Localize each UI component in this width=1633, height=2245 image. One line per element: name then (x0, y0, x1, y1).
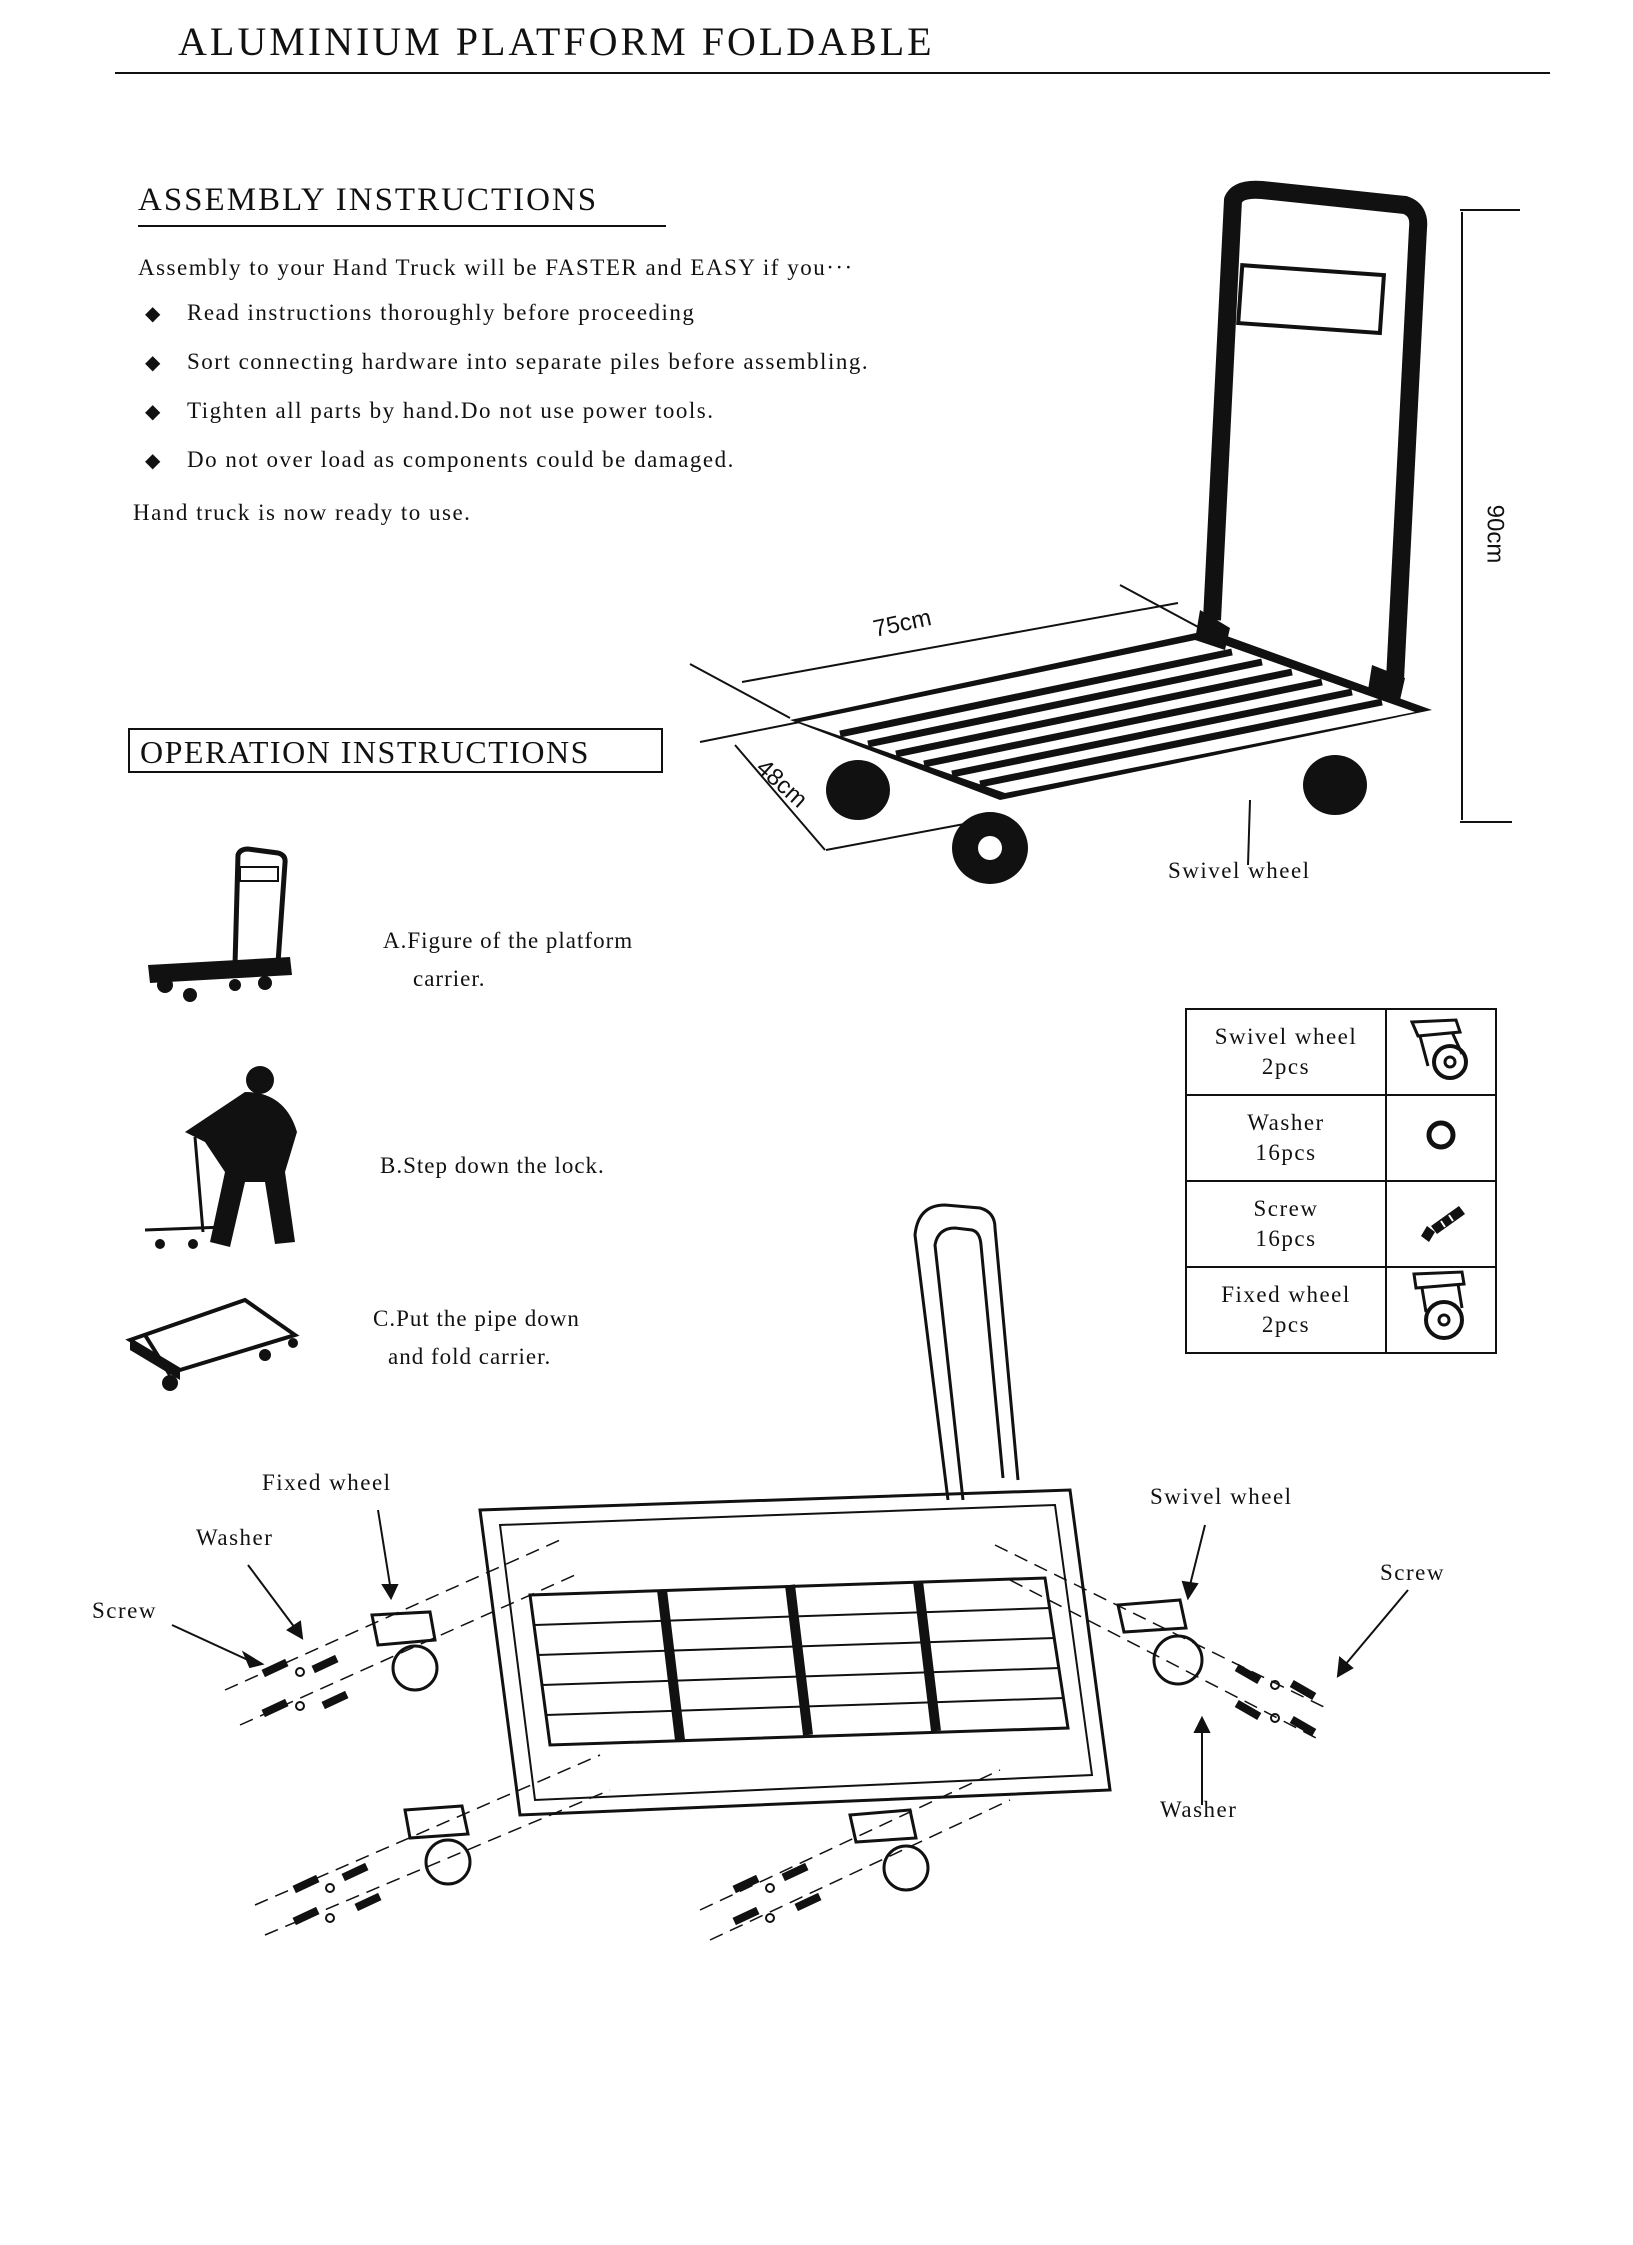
title-divider (115, 72, 1550, 74)
step-a-line1: A.Figure of the platform (383, 928, 634, 953)
operation-heading: OPERATION INSTRUCTIONS (128, 728, 663, 773)
diamond-bullet-icon: ◆ (145, 448, 162, 472)
part-icon-cell (1385, 1180, 1497, 1268)
part-name: Fixed wheel (1221, 1282, 1351, 1307)
part-name: Washer (1247, 1110, 1325, 1135)
part-icon-cell (1385, 1266, 1497, 1354)
bullet-text: Sort connecting hardware into separate p… (187, 349, 870, 374)
step-b-line1: B.Step down the lock. (380, 1153, 605, 1178)
bullet-text: Tighten all parts by hand.Do not use pow… (187, 398, 715, 423)
part-name-cell: Swivel wheel 2pcs (1185, 1008, 1387, 1096)
bullet-text: Read instructions thoroughly before proc… (187, 300, 696, 325)
assembly-outro: Hand truck is now ready to use. (133, 500, 472, 525)
part-qty: 16pcs (1255, 1140, 1317, 1165)
screw-icon (1421, 1206, 1465, 1242)
swivel-wheel-diagram-callout: Swivel wheel (1150, 1484, 1293, 1509)
part-name-cell: Screw 16pcs (1185, 1180, 1387, 1268)
document-title: ALUMINIUM PLATFORM FOLDABLE (178, 19, 935, 64)
part-name: Swivel wheel (1214, 1024, 1358, 1049)
diamond-bullet-icon: ◆ (145, 350, 162, 374)
part-icon-cell (1385, 1008, 1497, 1096)
washer-icon (1426, 1120, 1456, 1150)
folded-carrier-icon (125, 1297, 300, 1391)
table-row: Washer 16pcs (1185, 1094, 1497, 1182)
washer-right-callout: Washer (1160, 1797, 1238, 1822)
platform-carrier-icon (148, 846, 292, 1002)
part-name-cell: Washer 16pcs (1185, 1094, 1387, 1182)
part-name-cell: Fixed wheel 2pcs (1185, 1266, 1387, 1354)
screw-right-callout: Screw (1380, 1560, 1445, 1585)
part-icon-cell (1385, 1094, 1497, 1182)
bullet-text: Do not over load as components could be … (187, 447, 735, 472)
part-qty: 16pcs (1255, 1226, 1317, 1251)
step-c-line2: and fold carrier. (388, 1344, 552, 1369)
part-qty: 2pcs (1261, 1312, 1311, 1337)
swivel-wheel-icon (1409, 1018, 1468, 1080)
assembly-intro: Assembly to your Hand Truck will be FAST… (138, 255, 854, 280)
list-item: ◆ Read instructions thoroughly before pro… (145, 300, 869, 349)
washer-left-callout: Washer (196, 1525, 274, 1550)
swivel-wheel-callout: Swivel wheel (1168, 858, 1311, 883)
table-row: Swivel wheel 2pcs (1185, 1008, 1497, 1096)
diamond-bullet-icon: ◆ (145, 399, 162, 423)
part-qty: 2pcs (1261, 1054, 1311, 1079)
fixed-wheel-callout: Fixed wheel (262, 1470, 392, 1495)
part-name: Screw (1253, 1196, 1319, 1221)
list-item: ◆ Sort connecting hardware into separate … (145, 349, 869, 398)
table-row: Screw 16pcs (1185, 1180, 1497, 1268)
assembly-heading-underline (138, 225, 666, 227)
fixed-wheel-icon (1412, 1270, 1466, 1340)
list-item: ◆ Do not over load as components could be… (145, 447, 869, 496)
assembly-heading: ASSEMBLY INSTRUCTIONS (138, 182, 599, 218)
screw-left-callout: Screw (92, 1598, 157, 1623)
person-stepping-lock-icon (144, 1066, 297, 1249)
step-c-line1: C.Put the pipe down (373, 1306, 580, 1331)
list-item: ◆ Tighten all parts by hand.Do not use po… (145, 398, 869, 447)
diamond-bullet-icon: ◆ (145, 301, 162, 325)
parts-table: Swivel wheel 2pcs Washer 16pcs Screw 16pcs (1185, 1008, 1497, 1354)
step-a-line2: carrier. (413, 966, 486, 991)
table-row: Fixed wheel 2pcs (1185, 1266, 1497, 1354)
assembly-bullet-list: ◆ Read instructions thoroughly before pro… (145, 300, 869, 496)
